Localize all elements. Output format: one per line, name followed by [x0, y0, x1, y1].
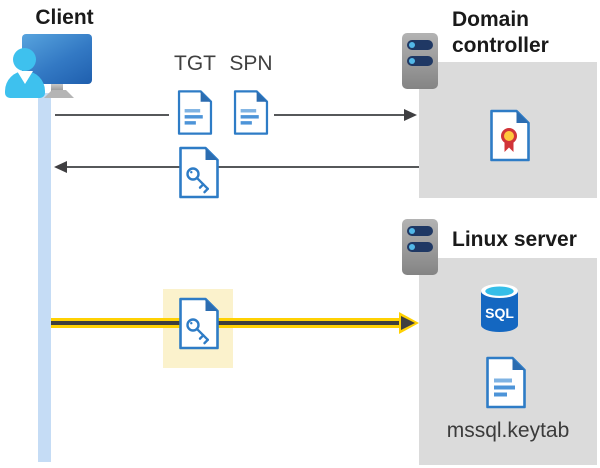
monitor-base-icon	[44, 90, 74, 98]
server-led-icon	[409, 58, 415, 64]
server-slot-icon	[407, 242, 433, 252]
certificate-document-icon	[488, 109, 532, 162]
domain-controller-server-icon	[402, 33, 438, 89]
service-ticket-key-document-icon	[177, 297, 221, 350]
server-led-icon	[409, 228, 415, 234]
tgt-response-key-document-icon	[177, 146, 221, 199]
client-timeline-bar	[38, 93, 51, 462]
request-arrowhead-icon	[404, 109, 417, 121]
tgt-document-icon	[176, 87, 214, 138]
sql-database-icon: SQL	[481, 284, 518, 332]
keytab-file-label: mssql.keytab	[446, 419, 570, 442]
monitor-stand-icon	[51, 83, 63, 92]
client-label: Client	[35, 6, 94, 29]
linux-server-icon	[402, 219, 438, 275]
person-collar-icon	[17, 71, 33, 84]
sql-badge-text: SQL	[485, 305, 514, 321]
keytab-document-icon	[484, 356, 528, 409]
spn-document-icon	[232, 87, 270, 138]
tgt-label: TGT	[174, 52, 216, 75]
spn-label: SPN	[229, 52, 273, 75]
domain-controller-label: Domain controller	[452, 8, 549, 57]
server-led-icon	[409, 42, 415, 48]
server-slot-icon	[407, 226, 433, 236]
response-arrow-line	[67, 166, 419, 168]
linux-server-label: Linux server	[452, 228, 577, 251]
service-ticket-arrow-stripe	[51, 321, 403, 325]
service-ticket-arrowhead-icon	[401, 316, 415, 330]
server-led-icon	[409, 244, 415, 250]
server-slot-icon	[407, 56, 433, 66]
response-arrowhead-icon	[54, 161, 67, 173]
server-slot-icon	[407, 40, 433, 50]
request-arrow-line	[274, 114, 404, 116]
person-icon	[13, 48, 36, 71]
request-arrow-line	[55, 114, 169, 116]
